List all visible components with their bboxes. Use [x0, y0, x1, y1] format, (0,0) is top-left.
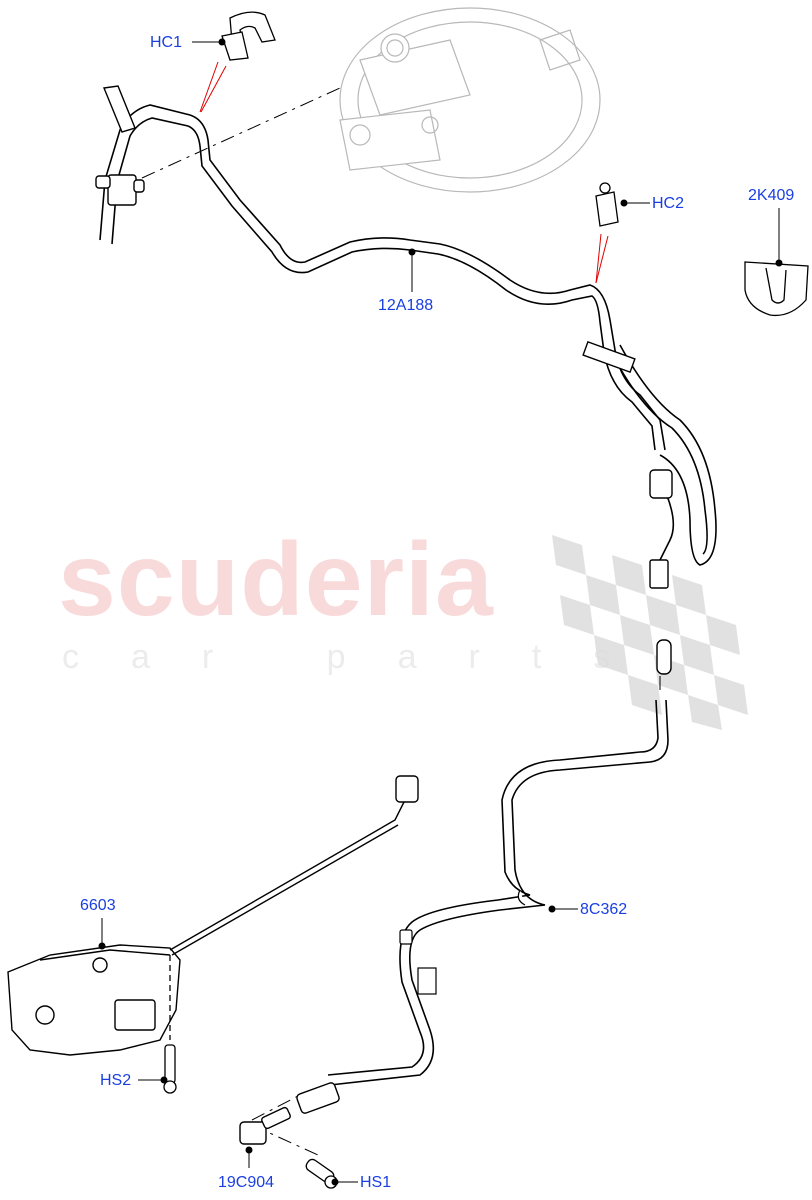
cable-to-connector — [169, 799, 406, 956]
callout-19c904[interactable]: 19C904 — [218, 1174, 275, 1191]
callout-6603[interactable]: 6603 — [80, 897, 116, 914]
callout-8c362[interactable]: 8C362 — [580, 901, 628, 918]
callout-hs2[interactable]: HS2 — [100, 1072, 132, 1089]
connector-mid — [582, 340, 673, 675]
watermark-brand: scuderia — [58, 522, 494, 638]
clip-hc1 — [221, 11, 276, 61]
checkered-flag-icon — [552, 535, 748, 730]
selector-module-6603 — [7, 944, 181, 1056]
harness-loop-right — [609, 344, 717, 566]
harness-8c362 — [327, 699, 669, 1086]
callout-12a188[interactable]: 12A188 — [378, 297, 434, 314]
clip-hc2 — [595, 182, 619, 227]
bracket-clips — [399, 889, 526, 995]
callout-hc1[interactable]: HC1 — [150, 34, 183, 51]
watermark-tagline: car parts — [62, 638, 663, 676]
brake-booster-outline — [339, 7, 601, 193]
callout-hs1[interactable]: HS1 — [360, 1174, 392, 1191]
wheel-speed-sensor — [239, 1082, 340, 1145]
clip-2k409 — [744, 261, 809, 317]
pressure-sensor-connector — [95, 85, 145, 206]
connector-top-cable — [395, 775, 419, 803]
red-leader-lines — [199, 61, 609, 284]
callout-leaders — [98, 38, 783, 1186]
callout-hc2[interactable]: HC2 — [652, 195, 685, 212]
bolt-hs2 — [163, 955, 177, 1094]
callout-2k409[interactable]: 2K409 — [748, 187, 795, 204]
